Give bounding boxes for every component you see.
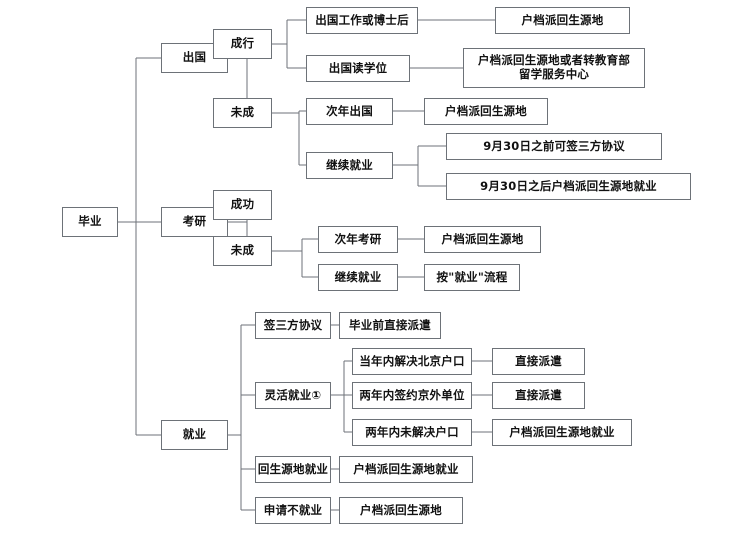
node-abroad-done-work[interactable]: 出国工作或博士后 xyxy=(306,7,418,34)
node-emp-flexible-beijing-result[interactable]: 直接派遣 xyxy=(492,348,585,375)
node-emp-flexible[interactable]: 灵活就业① xyxy=(255,382,331,409)
node-exam-fail-keep-job[interactable]: 继续就业 xyxy=(318,264,398,291)
node-emp-hometown[interactable]: 回生源地就业 xyxy=(255,456,331,483)
node-abroad-done-degree[interactable]: 出国读学位 xyxy=(306,55,410,82)
node-abroad-done-work-result[interactable]: 户档派回生源地 xyxy=(495,7,630,34)
node-exam-fail-keep-job-result[interactable]: 按"就业"流程 xyxy=(424,264,520,291)
node-emp-no-job-result[interactable]: 户档派回生源地 xyxy=(339,497,463,524)
node-abroad-fail-next-year-result[interactable]: 户档派回生源地 xyxy=(424,98,548,125)
node-emp-flexible-outside[interactable]: 两年内签约京外单位 xyxy=(352,382,472,409)
node-abroad-fail-next-year[interactable]: 次年出国 xyxy=(306,98,393,125)
node-abroad-done-degree-result[interactable]: 户档派回生源地或者转教育部 留学服务中心 xyxy=(463,48,645,88)
node-abroad-fail[interactable]: 未成 xyxy=(213,98,272,128)
node-exam-success[interactable]: 成功 xyxy=(213,190,272,220)
node-abroad-fail-keep-job-before[interactable]: 9月30日之前可签三方协议 xyxy=(446,133,662,160)
node-abroad-fail-keep-job-after[interactable]: 9月30日之后户档派回生源地就业 xyxy=(446,173,691,200)
node-exam-fail[interactable]: 未成 xyxy=(213,236,272,266)
node-exam-fail-next-year-result[interactable]: 户档派回生源地 xyxy=(424,226,541,253)
node-root[interactable]: 毕业 xyxy=(62,207,118,237)
node-emp-tripartite[interactable]: 签三方协议 xyxy=(255,312,331,339)
node-abroad-done[interactable]: 成行 xyxy=(213,29,272,59)
node-emp-tripartite-result[interactable]: 毕业前直接派遣 xyxy=(339,312,441,339)
node-emp-flexible-outside-result[interactable]: 直接派遣 xyxy=(492,382,585,409)
node-abroad-fail-keep-job[interactable]: 继续就业 xyxy=(306,152,393,179)
node-emp-flexible-unsolved-result[interactable]: 户档派回生源地就业 xyxy=(492,419,632,446)
node-emp-flexible-unsolved[interactable]: 两年内未解决户口 xyxy=(352,419,472,446)
node-emp-flexible-beijing[interactable]: 当年内解决北京户口 xyxy=(352,348,472,375)
node-employment[interactable]: 就业 xyxy=(161,420,228,450)
node-exam-fail-next-year[interactable]: 次年考研 xyxy=(318,226,398,253)
node-emp-no-job[interactable]: 申请不就业 xyxy=(255,497,331,524)
node-emp-hometown-result[interactable]: 户档派回生源地就业 xyxy=(339,456,473,483)
